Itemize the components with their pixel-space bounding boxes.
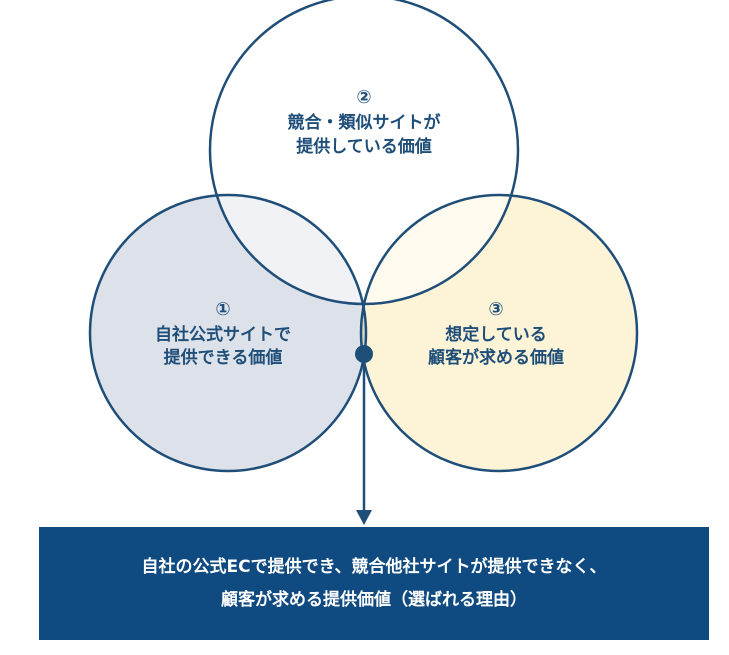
customer-label-line2: 顧客が求める価値 <box>428 347 564 368</box>
circle-own-site-outline <box>88 193 368 473</box>
competitor-number: ② <box>356 87 371 108</box>
customer-label-line1: 想定している <box>445 324 547 345</box>
own-site-label-line1: 自社公式サイトで <box>155 324 291 345</box>
competitor-label-line1: 競合・類似サイトが <box>288 112 441 133</box>
result-line-1: 自社の公式ECで提供でき、競合他社サイトが提供できなく、 <box>141 557 607 578</box>
customer-number: ③ <box>488 299 503 320</box>
result-box: 自社の公式ECで提供でき、競合他社サイトが提供できなく、 顧客が求める提供価値（… <box>39 527 709 640</box>
result-line-2: 顧客が求める提供価値（選ばれる理由） <box>221 589 527 610</box>
circle-competitor <box>210 0 518 304</box>
competitor-label-line2: 提供している価値 <box>296 136 432 157</box>
arrow-head-icon <box>356 510 372 525</box>
circle-customer-outline <box>359 193 639 473</box>
own-site-label-line2: 提供できる価値 <box>164 347 283 368</box>
circle-competitor-outline <box>208 0 520 306</box>
own-site-number: ① <box>215 299 230 320</box>
